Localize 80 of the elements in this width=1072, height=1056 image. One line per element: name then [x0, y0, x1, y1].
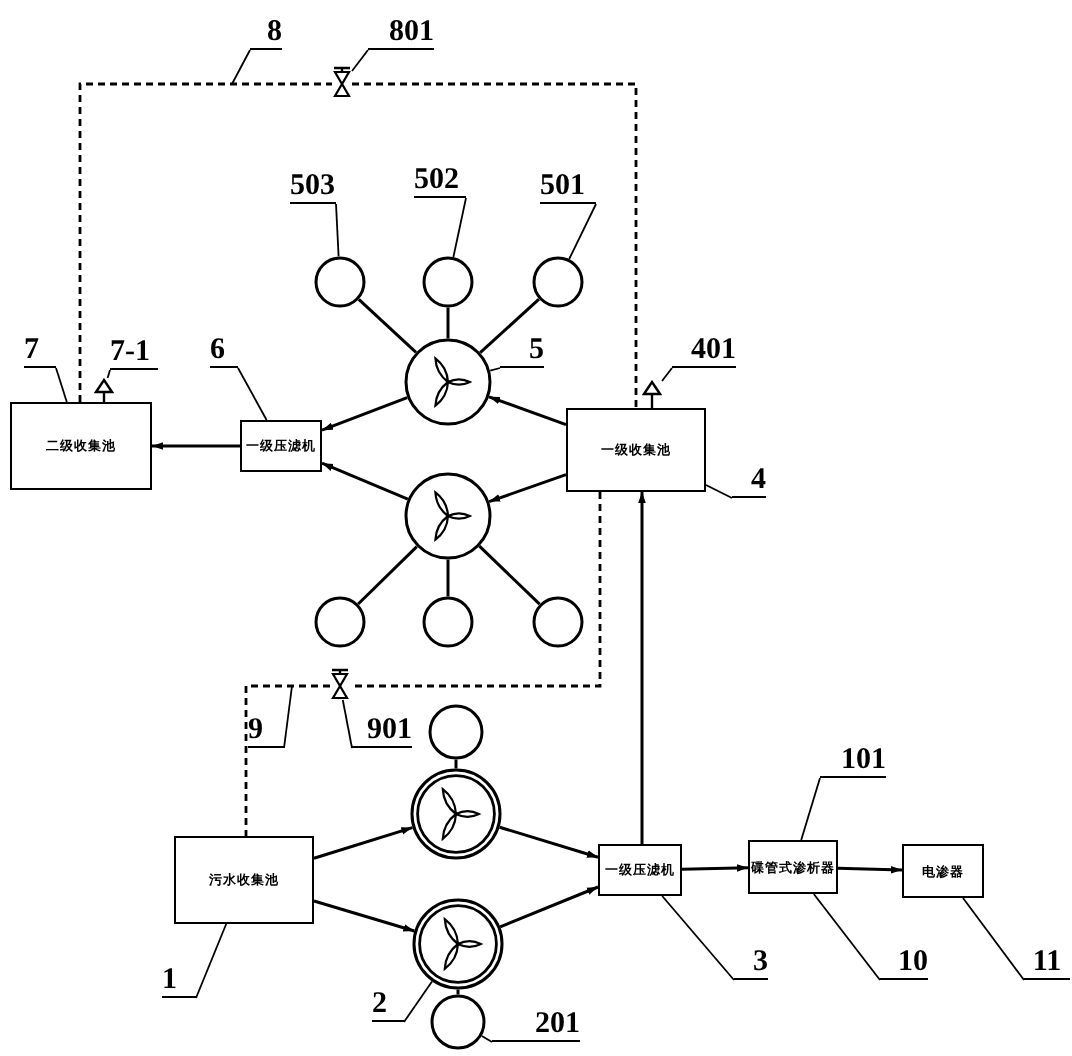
connecting-line — [454, 759, 458, 769]
propeller-symbol — [410, 768, 502, 860]
circle — [422, 596, 474, 648]
circle — [314, 596, 366, 648]
callout-number: 501 — [540, 172, 596, 204]
leader-line — [341, 699, 353, 749]
dashed-line — [78, 82, 332, 402]
callout-number: 1 — [162, 966, 196, 998]
callout-number: 502 — [414, 166, 466, 198]
leader-line — [661, 895, 735, 981]
leader-line — [568, 203, 597, 260]
callout-number: 6 — [210, 336, 238, 368]
callout-number: 8 — [250, 18, 282, 50]
arrow — [837, 865, 903, 874]
leader-line — [452, 197, 467, 258]
leader-line — [55, 367, 68, 403]
connecting-line — [456, 989, 460, 995]
arrow — [681, 864, 749, 872]
dashed-line — [350, 492, 602, 688]
arrow — [488, 395, 567, 426]
connecting-line — [446, 559, 450, 597]
callout-number: 4 — [732, 466, 766, 498]
arrow — [313, 899, 415, 933]
leader-line — [195, 923, 228, 999]
arrow — [499, 885, 599, 929]
arrow — [638, 492, 646, 844]
propeller-symbol — [404, 338, 492, 426]
circle — [428, 704, 484, 760]
arrow — [313, 826, 413, 860]
arrow — [321, 461, 409, 501]
callout-number: 201 — [492, 1010, 580, 1042]
triangle-mark — [642, 380, 662, 408]
leader-line — [231, 49, 251, 85]
callout-number: 503 — [290, 172, 336, 204]
callout-number: 10 — [880, 948, 928, 980]
circle — [532, 256, 584, 308]
leader-line — [283, 685, 293, 749]
leader-line — [403, 980, 433, 1023]
arrow — [152, 442, 240, 450]
triangle-mark — [94, 378, 114, 402]
callout-number: 401 — [672, 336, 736, 368]
dashed-line — [244, 684, 330, 836]
leader-line — [335, 203, 340, 258]
leader-line — [812, 893, 881, 981]
connecting-line — [446, 307, 450, 339]
leader-line — [106, 369, 111, 379]
callout-number: 2 — [372, 990, 404, 1022]
arrow — [499, 825, 599, 859]
leader-line — [480, 1035, 493, 1043]
dashed-line — [352, 82, 638, 408]
leader-line — [237, 367, 268, 421]
callout-number: 3 — [734, 948, 768, 980]
callout-number: 11 — [1024, 948, 1070, 980]
connecting-line — [357, 545, 418, 606]
leader-line — [705, 484, 733, 499]
callout-number: 5 — [500, 336, 544, 368]
leader-line — [800, 777, 821, 841]
circle — [532, 596, 584, 648]
arrow — [321, 396, 408, 432]
connecting-line — [479, 298, 540, 354]
arrow — [488, 473, 567, 503]
circle — [314, 256, 366, 308]
leader-line — [489, 367, 501, 372]
valve-symbol — [330, 668, 350, 700]
circle — [430, 994, 486, 1050]
connecting-line — [478, 545, 541, 606]
callout-number: 901 — [352, 716, 412, 748]
leader-line — [962, 897, 1025, 981]
callout-number: 7 — [24, 336, 56, 368]
propeller-symbol — [412, 898, 504, 990]
callout-number: 9 — [248, 716, 284, 748]
leader-line — [351, 49, 369, 72]
connecting-line — [357, 298, 417, 354]
circle — [422, 256, 474, 308]
callout-number: 801 — [368, 18, 434, 50]
callout-number: 101 — [820, 746, 886, 778]
valve-symbol — [332, 66, 352, 98]
callout-number: 7-1 — [110, 338, 158, 370]
leader-line — [661, 367, 673, 382]
propeller-symbol — [404, 472, 492, 560]
